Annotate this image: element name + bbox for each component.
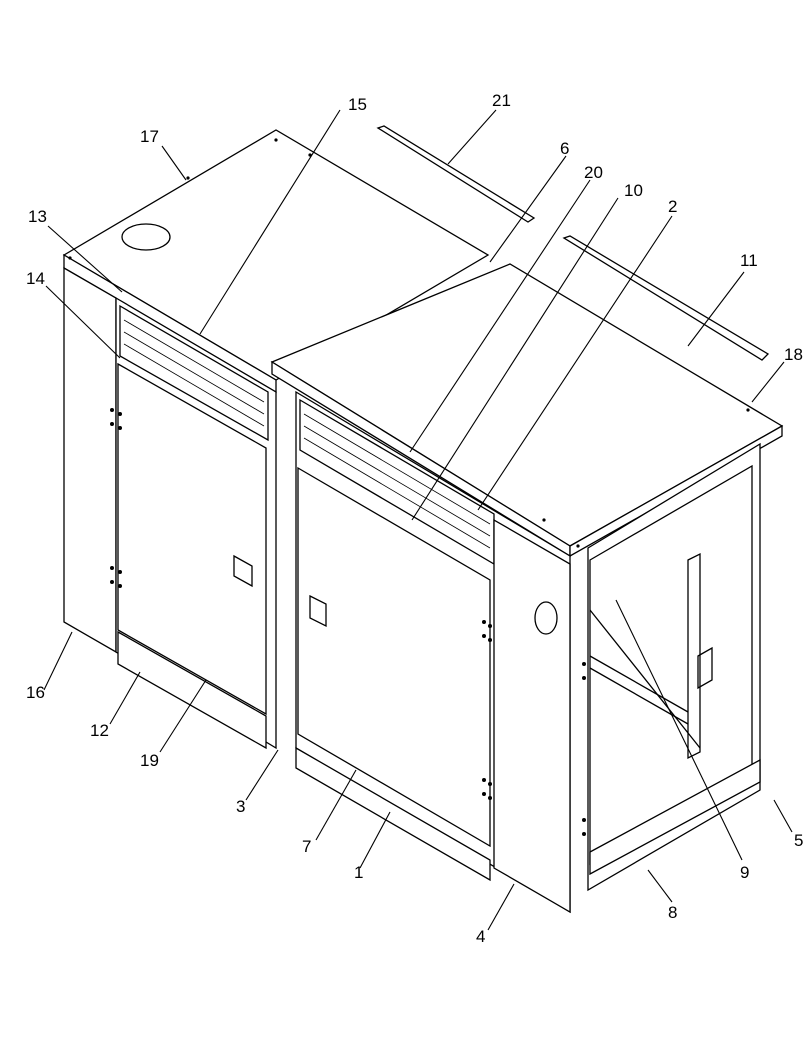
right-roof-side-edge xyxy=(569,424,783,558)
callout-17: 17 xyxy=(140,127,159,146)
callout-11: 11 xyxy=(740,251,758,270)
callout-9: 9 xyxy=(740,863,749,882)
left-end-panel xyxy=(63,266,117,654)
callout-14: 14 xyxy=(26,269,45,288)
loose-rails xyxy=(376,125,770,361)
callout-8: 8 xyxy=(668,903,677,922)
left-door xyxy=(117,362,267,716)
callout-20: 20 xyxy=(584,163,603,182)
callout-13: 13 xyxy=(28,207,47,226)
callout-6: 6 xyxy=(560,139,569,158)
callout-15: 15 xyxy=(348,95,367,114)
rail-11 xyxy=(562,235,770,361)
right-door-handle xyxy=(309,594,327,628)
end-base-rail xyxy=(589,758,761,876)
right-door xyxy=(297,466,491,848)
callout-21: 21 xyxy=(492,91,511,110)
callout-7: 7 xyxy=(302,837,311,856)
callout-5: 5 xyxy=(794,831,803,850)
right-base-rail xyxy=(295,746,491,882)
end-frame-post xyxy=(687,552,701,760)
leader-lines xyxy=(43,109,793,931)
left-base-rail xyxy=(117,630,267,750)
right-module xyxy=(270,263,784,914)
callout-12: 12 xyxy=(90,721,109,740)
callout-19: 19 xyxy=(140,751,159,770)
right-corner-post xyxy=(493,518,571,914)
side-vent-circle xyxy=(534,601,558,635)
left-module xyxy=(62,129,490,750)
roof-vent-circle xyxy=(121,223,171,251)
rail-21 xyxy=(376,125,536,223)
callout-18: 18 xyxy=(784,345,803,364)
callouts: 1 2 3 4 5 6 7 8 9 10 11 12 13 14 15 16 1… xyxy=(26,91,803,946)
right-end-frame xyxy=(587,442,761,892)
callout-16: 16 xyxy=(26,683,45,702)
callout-1: 1 xyxy=(354,863,363,882)
callout-2: 2 xyxy=(668,197,677,216)
callout-4: 4 xyxy=(476,927,485,946)
callout-10: 10 xyxy=(624,181,643,200)
callout-3: 3 xyxy=(236,797,245,816)
left-door-latch xyxy=(233,554,253,588)
end-hinge xyxy=(697,646,713,690)
